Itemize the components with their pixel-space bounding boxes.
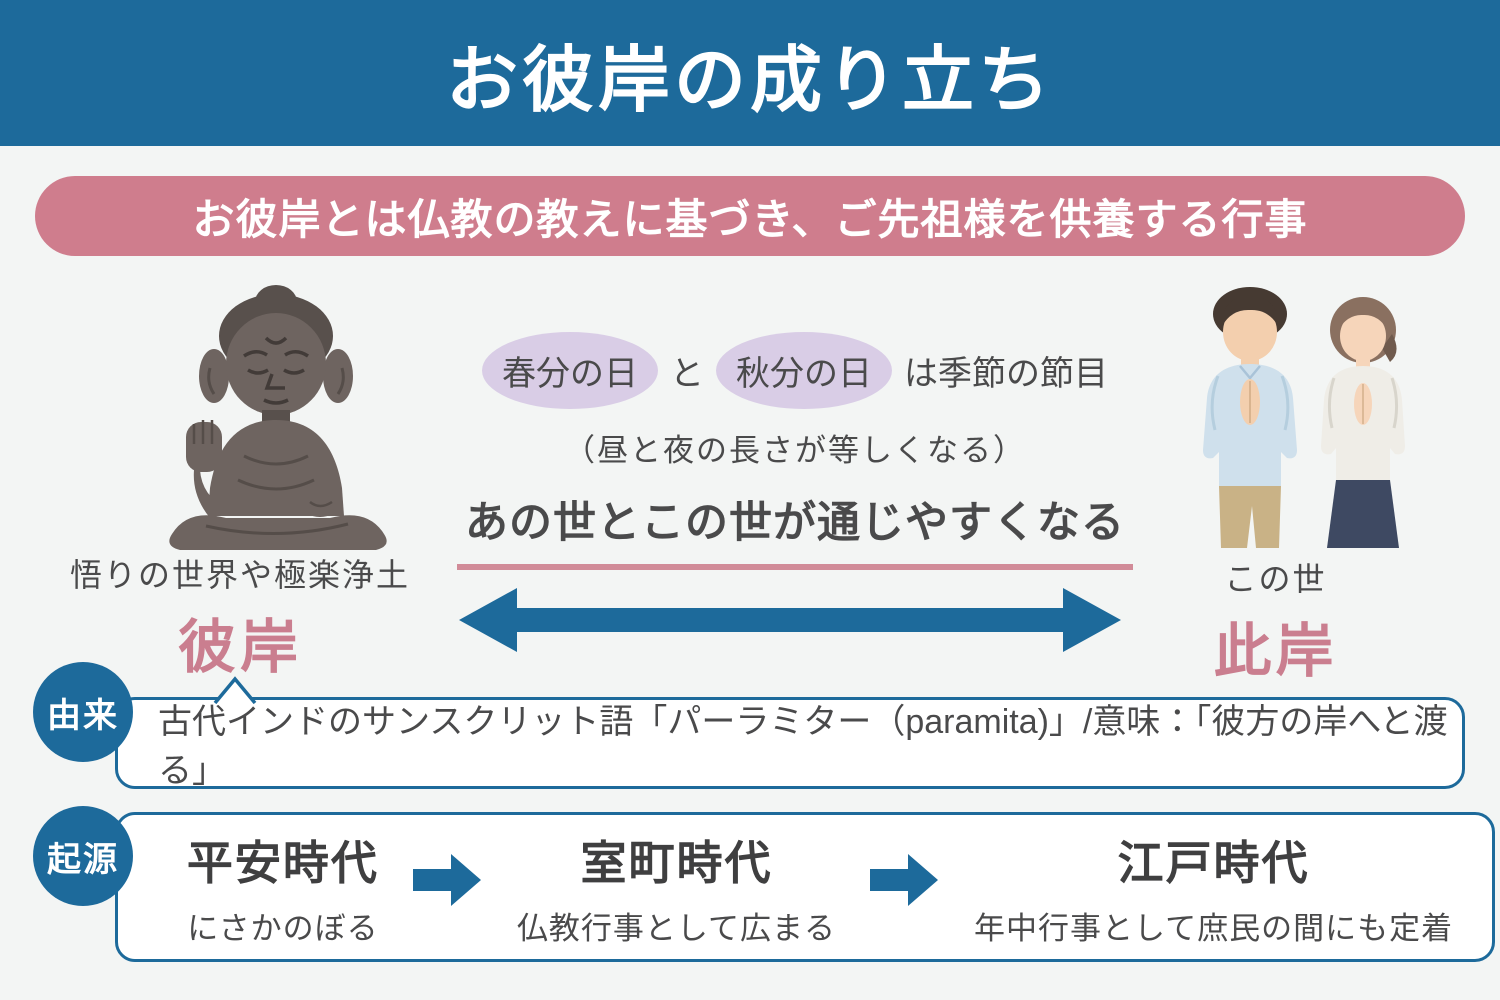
kigen-badge: 起源 (33, 806, 133, 906)
era-edo-desc: 年中行事として庶民の間にも定着 (974, 910, 1454, 946)
season-line: 春分の日 と 秋分の日 は季節の節目 (430, 332, 1160, 409)
praying-couple-icon (1203, 287, 1405, 548)
higan-label: 彼岸 (177, 615, 302, 680)
paren-note: （昼と夜の長さが等しくなる） (564, 433, 1026, 468)
era-muromachi-name: 室町時代 (580, 836, 773, 889)
double-headed-arrow-icon (459, 588, 1121, 652)
yurai-text: 古代インドのサンスクリット語「パーラミター（paramita)」/意味：「彼方の… (158, 703, 1448, 790)
page-title: お彼岸の成り立ち (445, 40, 1054, 121)
praying-couple-illustration (1178, 278, 1438, 568)
kigen-badge-label: 起源 (47, 840, 119, 879)
era-heian-desc: にさかのぼる (187, 910, 379, 946)
higan-caption-block: 悟りの世界や極楽浄土 彼岸 (50, 550, 430, 684)
definition-banner-text: お彼岸とは仏教の教えに基づき、ご先祖様を供養する行事 (192, 195, 1308, 243)
higan-caption: 悟りの世界や極楽浄土 (69, 557, 410, 593)
era-heian-name: 平安時代 (186, 836, 379, 889)
autumn-equinox-highlight: 秋分の日 (716, 332, 892, 409)
speech-bubble-tail-icon (213, 676, 257, 704)
yurai-badge: 由来 (33, 662, 133, 762)
shigan-label: 此岸 (1213, 619, 1338, 684)
era-muromachi: 室町時代 仏教行事として広まる (517, 827, 836, 948)
shigan-caption: この世 (1224, 561, 1327, 597)
right-arrow-icon (870, 854, 938, 906)
yurai-badge-label: 由来 (47, 696, 119, 735)
buddha-statue-icon (169, 285, 387, 550)
yurai-box: 古代インドのサンスクリット語「パーラミター（paramita)」/意味：「彼方の… (115, 676, 1465, 790)
season-suffix: は季節の節目 (904, 355, 1108, 393)
spring-equinox-highlight: 春分の日 (482, 332, 658, 409)
era-edo: 江戸時代 年中行事として庶民の間にも定着 (974, 827, 1453, 948)
era-heian: 平安時代 にさかのぼる (187, 827, 379, 948)
header-bar: お彼岸の成り立ち (0, 0, 1500, 146)
kigen-box: 平安時代 にさかのぼる 室町時代 仏教行事として広まる 江戸時代 年中行事として… (115, 812, 1495, 962)
season-connector: と (670, 355, 704, 393)
emphasis-statement: あの世とこの世が通じやすくなる (457, 488, 1133, 570)
buddha-statue-illustration (148, 272, 408, 562)
center-text-block: 春分の日 と 秋分の日 は季節の節目 （昼と夜の長さが等しくなる） あの世とこの… (430, 332, 1160, 570)
era-edo-name: 江戸時代 (1117, 836, 1310, 889)
right-arrow-icon (412, 854, 481, 906)
era-muromachi-desc: 仏教行事として広まる (516, 910, 836, 946)
definition-banner: お彼岸とは仏教の教えに基づき、ご先祖様を供養する行事 (35, 176, 1465, 256)
shigan-caption-block: この世 此岸 (1108, 554, 1443, 688)
